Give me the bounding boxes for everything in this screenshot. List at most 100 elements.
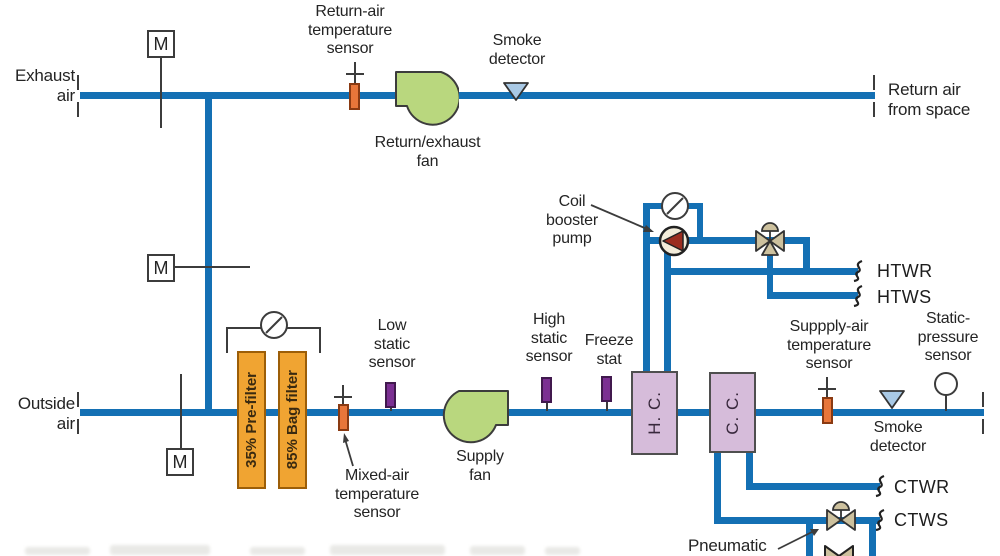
ctwr-pipe-break-icon (875, 474, 885, 498)
return-air-temperature-sensor-label: Return-air temperature sensor (307, 3, 393, 58)
filter-gauge-bracket-right (319, 327, 321, 353)
cropped-caption-artifact (25, 547, 90, 555)
cooling-coil-left-drop-pipe (714, 450, 721, 524)
damper-motor-box-middle: M (147, 254, 175, 282)
exhaust-duct-end-tick-top (77, 75, 79, 90)
mixed-air-temperature-sensor-label: Mixed-air temperature sensor (334, 467, 420, 522)
cropped-caption-artifact (470, 546, 525, 555)
return-exhaust-fan-icon (395, 71, 459, 126)
high-static-sensor-label: High static sensor (525, 311, 573, 366)
coil-booster-pump-arrow (590, 204, 654, 232)
low-static-sensor-icon (385, 382, 396, 408)
smoke-detector-bottom-icon (879, 390, 905, 409)
cropped-caption-artifact (250, 547, 305, 555)
pre-filter-label: 35% Pre-filter (243, 372, 260, 468)
heating-coil-label: H. C. (644, 391, 664, 435)
supply-fan-icon (442, 390, 509, 444)
pump-discharge-pipe (646, 237, 810, 244)
filter-gauge-bracket-right-arm (287, 327, 321, 329)
damper-shaft-line-middle (175, 266, 250, 268)
exhaust-duct-end-tick-bottom (77, 102, 79, 117)
damper-shaft-line-bottom (180, 374, 182, 448)
coil-booster-pump-icon (658, 225, 690, 257)
ctwr-label: CTWR (894, 477, 950, 497)
return-exhaust-duct-pipe (80, 92, 875, 99)
static-pressure-sensor-stem (945, 395, 947, 411)
filter-gauge-bracket-left-arm (226, 327, 262, 329)
damper-motor-box-bottom: M (166, 448, 194, 476)
pump-gauge-loop-right-pipe (697, 203, 703, 243)
smoke-detector-top-label: Smoke detector (488, 32, 546, 68)
hot-water-right-riser-pipe (664, 252, 671, 374)
heating-coil-box: H. C. (631, 371, 678, 455)
valve-to-return-drop-pipe (803, 244, 810, 275)
supply-air-sensor-probe-line (826, 377, 828, 398)
hot-water-left-riser-pipe (643, 203, 650, 374)
freeze-stat-icon (601, 376, 612, 402)
supply-fan-label: Supply fan (456, 448, 504, 484)
smoke-detector-top-icon (503, 82, 529, 101)
ctws-branch-right-pipe (869, 517, 876, 556)
return-duct-end-tick-top (873, 75, 875, 90)
pneumatic-label: Pneumatic (688, 536, 767, 555)
cropped-caption-artifact (545, 547, 580, 555)
cooling-coil-label: C. C. (722, 390, 742, 435)
return-air-temperature-sensor-icon (349, 83, 360, 110)
ctws-pipe-break-icon (875, 508, 885, 532)
static-pressure-sensor-icon (934, 372, 958, 396)
supply-duct-pipe (80, 409, 984, 416)
mixed-air-sensor-probe-line (342, 385, 344, 405)
mixed-air-temperature-sensor-icon (338, 404, 349, 431)
supply-air-sensor-probe-bar (818, 388, 836, 390)
damper-shaft-line-top (160, 57, 162, 128)
pneumatic-valve-icon (826, 501, 856, 531)
ctwr-pipe (749, 483, 880, 490)
exhaust-air-label: Exhaust air (14, 66, 75, 105)
low-static-sensor-stem (390, 406, 392, 411)
mixed-air-sensor-arrow (343, 433, 354, 467)
cropped-caption-artifact (110, 545, 210, 555)
htwr-pipe (667, 268, 858, 275)
htws-pipe (770, 292, 858, 299)
bag-filter-label: 85% Bag filter (284, 370, 301, 470)
freeze-stat-stem (606, 401, 608, 411)
supply-air-temperature-sensor-label: Suppply-air temperature sensor (786, 318, 872, 373)
low-static-sensor-label: Low static sensor (368, 317, 416, 372)
return-air-from-space-label: Return air from space (888, 80, 971, 119)
coil-booster-pump-label: Coil booster pump (546, 193, 598, 248)
ctws-branch-left-pipe (806, 517, 813, 556)
outside-duct-end-tick-top (77, 392, 79, 407)
outside-duct-end-tick-bottom (77, 419, 79, 434)
damper-motor-letter: M (153, 33, 169, 54)
htws-pipe-break-icon (853, 284, 863, 308)
ctws-label: CTWS (894, 510, 949, 530)
htws-label: HTWS (877, 287, 932, 307)
ctws-pipe (714, 517, 880, 524)
high-static-sensor-stem (546, 402, 548, 411)
supply-duct-end-tick-top (982, 392, 984, 407)
pre-filter-box: 35% Pre-filter (237, 351, 266, 489)
pump-gauge-icon (661, 192, 689, 220)
return-exhaust-fan-label: Return/exhaust fan (374, 134, 481, 170)
supply-air-temperature-sensor-icon (822, 397, 833, 424)
hot-water-three-way-valve-icon (755, 222, 785, 256)
damper-motor-letter: M (172, 451, 188, 472)
mixed-air-sensor-probe-bar (334, 396, 352, 398)
pneumatic-valve-arrow (777, 529, 819, 550)
outside-air-label: Outside air (17, 394, 75, 433)
bag-filter-box: 85% Bag filter (278, 351, 307, 489)
supply-duct-end-tick-bottom (982, 419, 984, 434)
htwr-label: HTWR (877, 261, 933, 281)
damper-motor-letter: M (153, 257, 169, 278)
smoke-detector-bottom-label: Smoke detector (869, 419, 927, 455)
high-static-sensor-icon (541, 377, 552, 403)
htwr-pipe-break-icon (853, 259, 863, 283)
cooling-coil-right-drop-pipe (746, 450, 753, 490)
cropped-caption-artifact (330, 545, 445, 555)
return-air-sensor-probe-bar (346, 73, 364, 75)
freeze-stat-label: Freeze stat (584, 332, 634, 368)
filter-gauge-bracket-left (226, 327, 228, 353)
cooling-coil-box: C. C. (709, 372, 756, 453)
filter-gauge-icon (260, 311, 288, 339)
